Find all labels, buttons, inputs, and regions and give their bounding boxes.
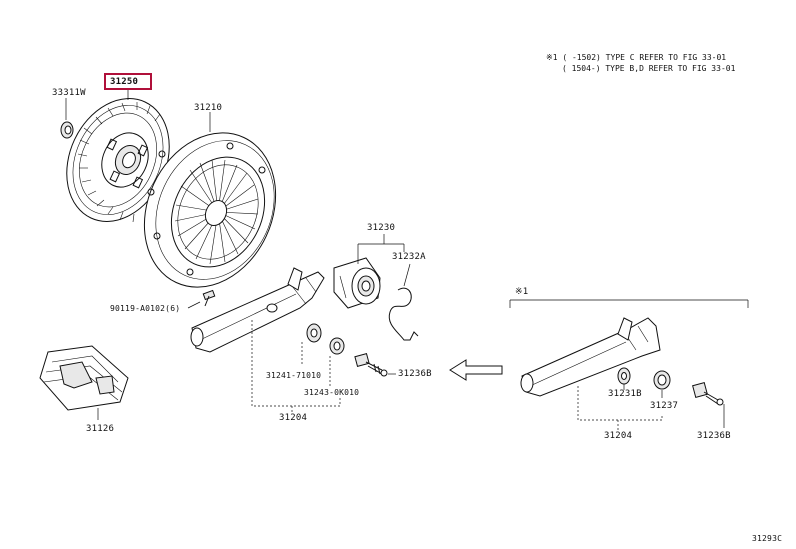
group-brackets [251,320,663,430]
release-hub-clip[interactable] [388,287,419,341]
fork-pivot-seat-right[interactable] [653,370,671,390]
part-label-31236b-right[interactable]: 31236B [697,431,731,441]
part-label-31243[interactable]: 31243-0K010 [304,388,360,397]
part-label-31210[interactable]: 31210 [194,103,223,113]
cover-bolt[interactable] [202,289,216,307]
fork-support-spring-right[interactable] [617,367,631,385]
leader-lines [65,90,749,428]
fork-pivot-right[interactable] [692,382,724,406]
release-fork-left[interactable] [190,267,325,353]
figure-code: 31293C [752,534,783,543]
part-label-31231b[interactable]: 31231B [608,389,642,399]
clutch-disc[interactable] [47,82,188,239]
fork-pivot-seat-left[interactable] [329,337,345,355]
fork-pivot-left[interactable] [354,353,388,377]
variant-note-1: ※1 ( -1502) TYPE C REFER TO FIG 33-01 [546,53,727,62]
direction-arrow [449,359,503,381]
part-label-31204-left[interactable]: 31204 [279,413,308,423]
highlight-box-31250 [104,73,152,90]
part-label-33311w[interactable]: 33311W [52,88,86,98]
part-label-90119[interactable]: 90119-A0102(6) [110,304,181,313]
clutch-cover[interactable] [120,111,300,308]
release-fork-boot[interactable] [39,345,129,411]
part-label-31204-right[interactable]: 31204 [604,431,633,441]
part-label-31241[interactable]: 31241-71010 [266,371,322,380]
part-label-31126[interactable]: 31126 [86,424,115,434]
part-label-31250[interactable]: 31250 [110,77,139,87]
fork-support-spring-left[interactable] [306,323,322,343]
release-bearing-hub[interactable] [333,257,381,309]
part-label-31230[interactable]: 31230 [367,223,396,233]
variant-note-2: ( 1504-) TYPE B,D REFER TO FIG 33-01 [562,64,736,73]
release-fork-right[interactable] [520,317,661,397]
variant-mark: ※1 [515,287,529,297]
pilot-bearing[interactable] [60,121,74,139]
part-label-31236b-left[interactable]: 31236B [398,369,432,379]
part-label-31237[interactable]: 31237 [650,401,679,411]
part-label-31232a[interactable]: 31232A [392,252,426,262]
